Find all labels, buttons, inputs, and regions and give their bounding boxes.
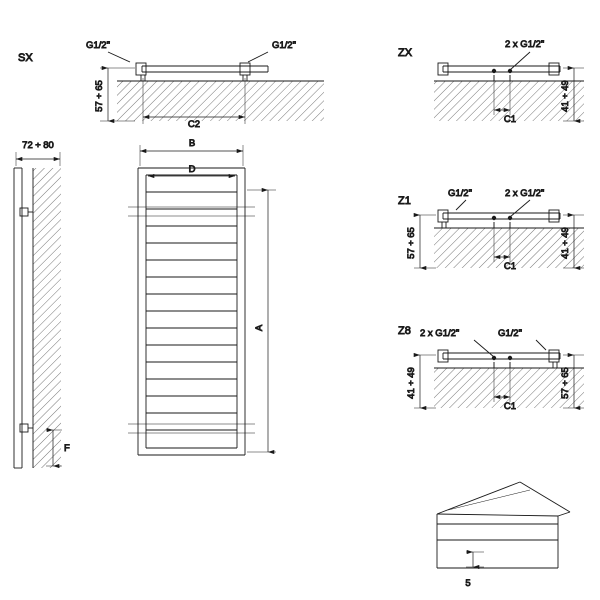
view-z1 <box>413 199 584 271</box>
sx-horizontal-dim: C2 <box>188 119 200 130</box>
detail-offset-dim: 5 <box>465 578 470 589</box>
z8-thread-left-label: 2 x G1/2" <box>420 328 459 339</box>
sx-vertical-dim: 57 ÷ 65 <box>94 80 105 112</box>
front-height-dim: A <box>254 324 265 331</box>
front-width-inner-dim: D <box>189 164 196 175</box>
label-z1: Z1 <box>398 195 411 207</box>
z1-c1-dim: C1 <box>504 261 516 272</box>
z8-vertical-left-dim: 41 ÷ 49 <box>406 367 417 399</box>
z8-thread-right-label: G1/2" <box>498 328 522 339</box>
view-front-elevation <box>128 145 276 456</box>
zx-c1-dim: C1 <box>504 114 516 125</box>
view-bracket-detail <box>436 481 571 570</box>
z8-vertical-right-dim: 57 ÷ 65 <box>560 367 571 399</box>
label-sx: SX <box>18 52 33 64</box>
side-f-dim: F <box>64 443 70 454</box>
z1-thread-right-label: 2 x G1/2" <box>505 188 544 199</box>
zx-vertical-dim: 41 ÷ 49 <box>560 80 571 112</box>
front-width-outer-dim: B <box>189 138 195 149</box>
label-zx: ZX <box>398 47 413 59</box>
z1-vertical-right-dim: 41 ÷ 49 <box>560 227 571 259</box>
side-depth-dim: 72 ÷ 80 <box>22 140 54 151</box>
z1-vertical-left-dim: 57 ÷ 65 <box>406 227 417 259</box>
view-sx <box>100 51 324 124</box>
view-z8 <box>413 339 584 411</box>
view-zx <box>434 51 584 124</box>
sx-thread-left-label: G1/2" <box>86 40 110 51</box>
zx-thread-label: 2 x G1/2" <box>505 39 544 50</box>
label-z8: Z8 <box>398 325 411 337</box>
z8-c1-dim: C1 <box>504 401 516 412</box>
z1-thread-left-label: G1/2" <box>448 188 472 199</box>
sx-thread-right-label: G1/2" <box>272 40 296 51</box>
view-side-elevation <box>13 152 62 469</box>
